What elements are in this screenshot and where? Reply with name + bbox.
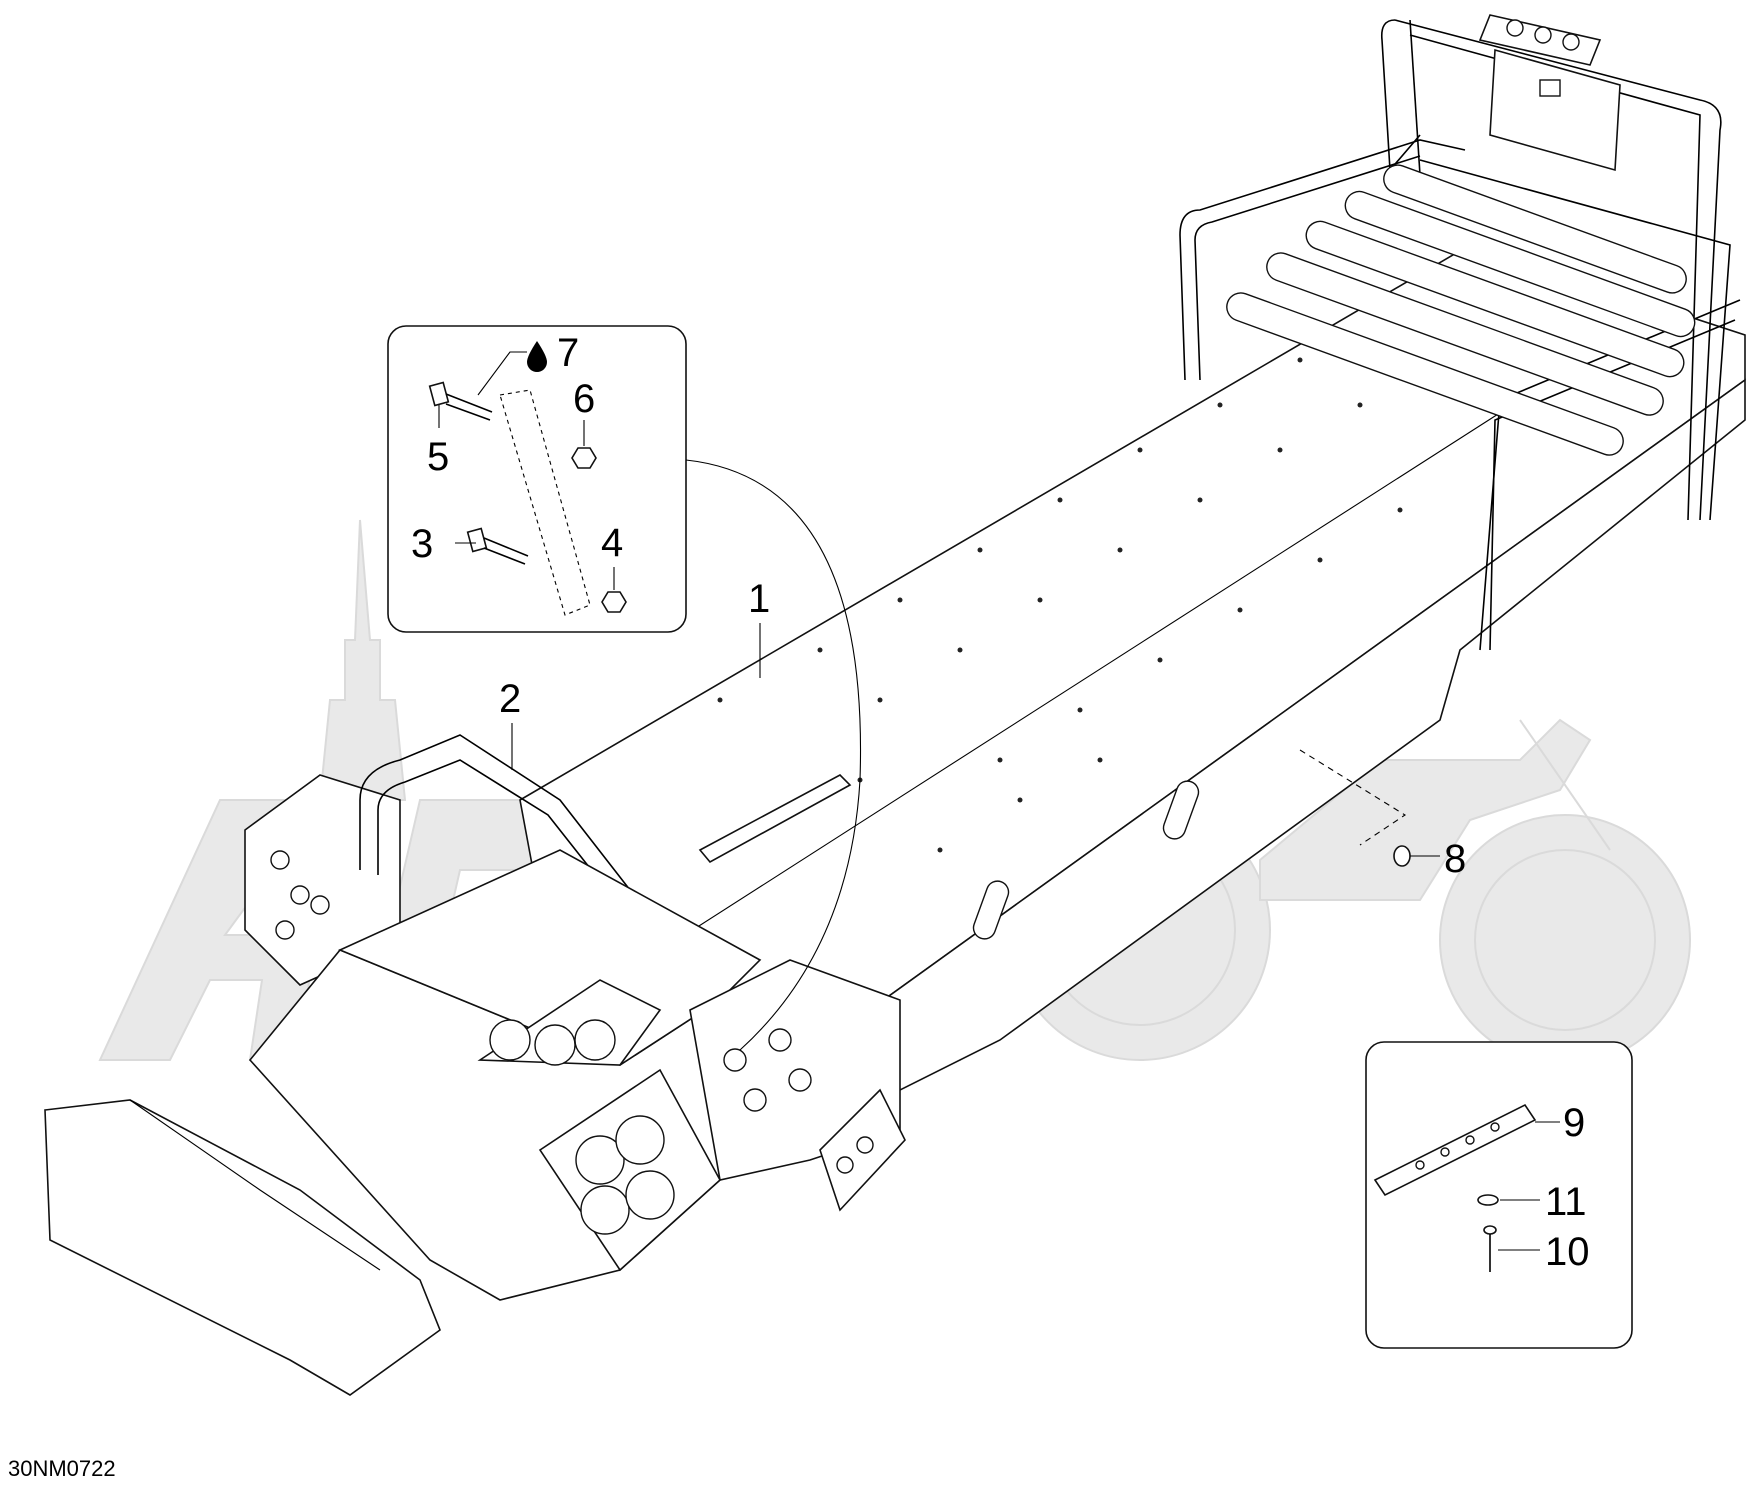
callout-7: 7 (557, 331, 579, 375)
plug-8 (1299, 749, 1440, 867)
rear-rack (1179, 14, 1741, 651)
callout-4: 4 (601, 521, 623, 565)
bolt-3 (466, 527, 529, 565)
nut-6 (571, 447, 597, 469)
washer-11 (1477, 1194, 1499, 1206)
oil-drop-icon (527, 341, 547, 372)
callout-2: 2 (499, 677, 521, 721)
callout-10: 10 (1545, 1230, 1590, 1274)
rivet-10 (1483, 1225, 1497, 1272)
callout-6: 6 (573, 377, 595, 421)
callout-9: 9 (1563, 1101, 1585, 1145)
drawing-code: 30NM0722 (8, 1456, 116, 1481)
bolt-5 (428, 381, 493, 421)
nut-4 (601, 591, 627, 613)
callout-3: 3 (411, 522, 433, 566)
callout-8: 8 (1444, 837, 1466, 881)
callout-5: 5 (427, 435, 449, 479)
detail-inset-rivets (1365, 1041, 1633, 1349)
callout-11: 11 (1545, 1180, 1587, 1224)
callout-1: 1 (748, 577, 770, 621)
detail-inset-fasteners (387, 325, 862, 1051)
front-chassis (44, 734, 906, 1396)
